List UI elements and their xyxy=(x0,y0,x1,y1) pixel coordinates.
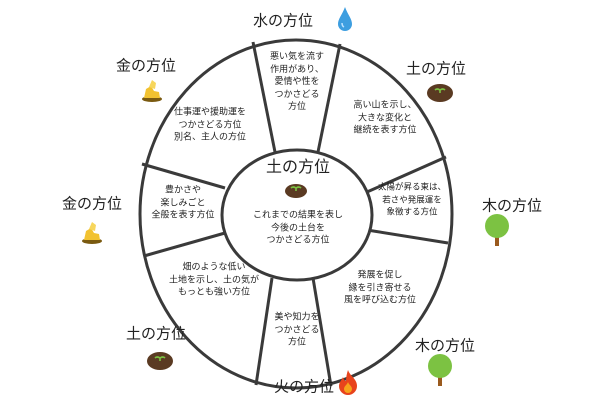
sector-northeast: 高い山を示し、 大きな変化と 継続を表す方位 xyxy=(353,100,417,136)
direction-label-east: 木の方位 xyxy=(481,196,543,215)
sector-southwest: 畑のような低い 土地を示し、土の気が もっとも強い方位 xyxy=(168,262,260,298)
soil-sprout-icon xyxy=(147,352,173,370)
sector-north: 悪い気を流す 作用があり、 愛情や性を つかさどる 方位 xyxy=(269,51,325,112)
center-description: これまでの結果を表し 今後の土台を つかさどる方位 xyxy=(252,210,344,246)
sector-northwest: 仕事運や援助運を つかさどる方位 別名、主人の方位 xyxy=(173,107,247,143)
direction-label-southeast: 木の方位 xyxy=(414,336,476,355)
gold-nugget-icon xyxy=(82,222,102,244)
center-circle xyxy=(220,148,374,282)
gold-nugget-icon xyxy=(142,80,162,102)
direction-label-south: 火の方位 xyxy=(273,377,335,396)
fire-icon xyxy=(339,370,357,395)
direction-label-northwest: 金の方位 xyxy=(115,56,177,75)
tree-icon xyxy=(485,214,509,246)
direction-label-north: 水の方位 xyxy=(252,11,314,30)
center-title: 土の方位 xyxy=(265,157,331,176)
direction-label-southwest: 土の方位 xyxy=(125,324,187,343)
sector-southeast: 発展を促し 縁を引き寄せる 風を呼び込む方位 xyxy=(343,270,417,306)
soil-sprout-icon xyxy=(427,84,453,102)
water-drop-icon xyxy=(338,7,352,31)
soil-sprout-icon xyxy=(285,184,307,198)
sector-east: 太陽が昇る東は、 若さや発展運を 象徴する方位 xyxy=(377,182,447,218)
direction-label-northeast: 土の方位 xyxy=(405,59,467,78)
sector-south: 美や知力を つかさどる 方位 xyxy=(274,312,320,348)
direction-label-west: 金の方位 xyxy=(61,194,123,213)
tree-icon xyxy=(428,354,452,386)
sector-dividers xyxy=(141,41,449,387)
sector-west: 豊かさや 楽しみごと 全般を表す方位 xyxy=(151,185,215,221)
